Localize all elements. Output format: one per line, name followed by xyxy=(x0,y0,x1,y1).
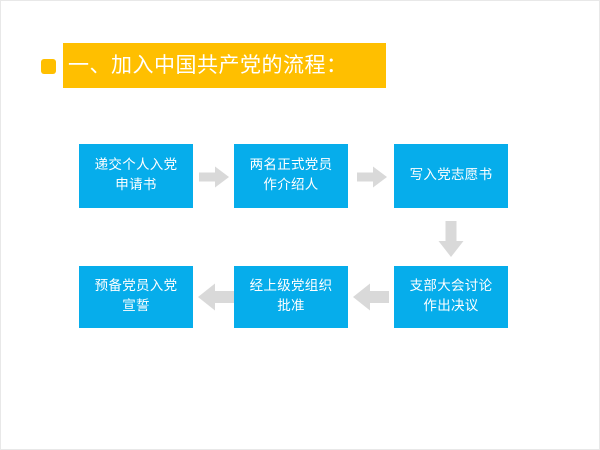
flow-step-3[interactable]: 写入党志愿书 xyxy=(394,144,508,208)
slide-title-group: 一、加入中国共产党的流程： xyxy=(41,43,391,89)
flow-step-6-label: 预备党员入党 宣誓 xyxy=(94,278,178,314)
flow-step-2[interactable]: 两名正式党员 作介绍人 xyxy=(234,144,348,208)
flow-step-2-label: 两名正式党员 作介绍人 xyxy=(249,157,333,193)
flow-step-1[interactable]: 递交个人入党 申请书 xyxy=(79,144,193,208)
arrow-right-icon xyxy=(199,166,229,188)
flow-step-6[interactable]: 预备党员入党 宣誓 xyxy=(79,266,193,328)
flow-step-3-label: 写入党志愿书 xyxy=(409,167,493,184)
flow-step-4[interactable]: 支部大会讨论 作出决议 xyxy=(394,266,508,328)
flow-step-5-label: 经上级党组织 批准 xyxy=(249,278,333,314)
flow-step-4-label: 支部大会讨论 作出决议 xyxy=(409,278,493,314)
page-title: 一、加入中国共产党的流程： xyxy=(68,53,348,77)
arrow-left-icon xyxy=(198,283,234,311)
arrow-right-icon xyxy=(357,166,387,188)
flow-step-5[interactable]: 经上级党组织 批准 xyxy=(234,266,348,328)
arrow-left-icon xyxy=(353,283,389,311)
arrow-down-icon xyxy=(438,221,464,257)
flow-step-1-label: 递交个人入党 申请书 xyxy=(94,157,178,193)
square-bullet-icon xyxy=(41,59,56,74)
title-highlight-band: 一、加入中国共产党的流程： xyxy=(63,43,386,88)
